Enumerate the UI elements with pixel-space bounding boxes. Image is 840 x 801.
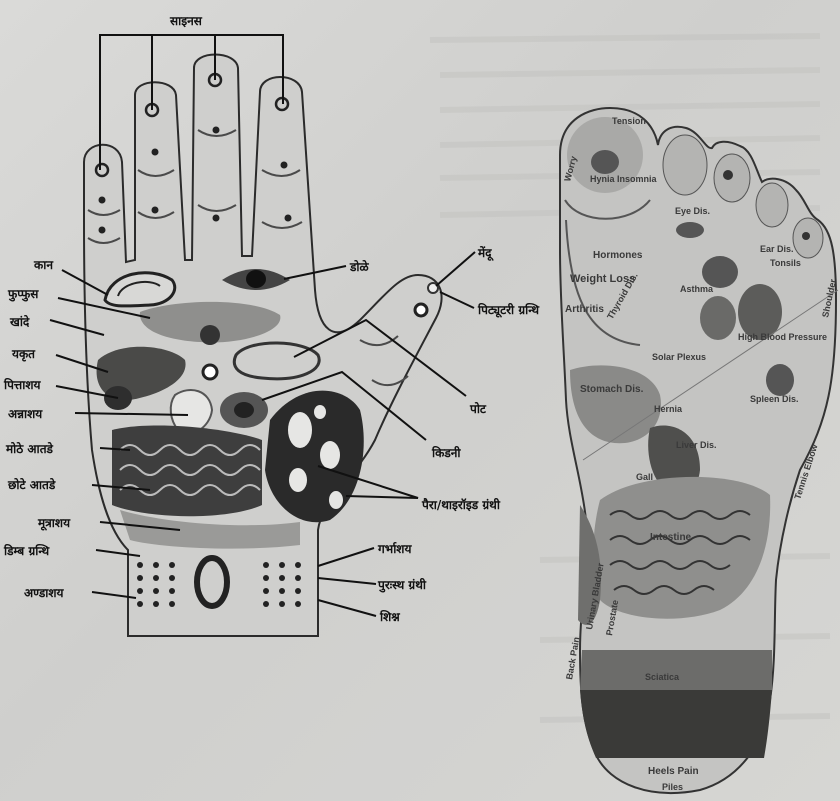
foot-label-high-blood: High Blood Pressure (738, 332, 827, 342)
foot-label-back-pain: Back Pain (564, 636, 581, 680)
foot-label-solar: Solar Plexus (652, 352, 706, 362)
heel-band-lower (580, 690, 772, 758)
foot-label-ear: Ear Dis. (760, 244, 794, 254)
label-liver: यकृत (12, 345, 35, 362)
label-penis: शिश्न (380, 608, 400, 625)
label-bladder: मूत्राशय (38, 514, 70, 531)
foot-label-tonsils: Tonsils (770, 258, 801, 268)
label-pituitary: पिट्यूटरी ग्रन्थि (478, 302, 568, 318)
label-testes: अण्डाशय (24, 584, 64, 601)
foot-label-hynia: Hynia Insomnia (590, 174, 658, 184)
foot-label-eye: Eye Dis. (675, 206, 710, 216)
foot-label-gall: Gall (636, 472, 653, 482)
foot-label-hormones: Hormones (593, 250, 643, 261)
foot-label-heels-pain: Heels Pain (648, 766, 699, 777)
label-large-intestine: मोठे आतडे (6, 440, 53, 457)
foot-label-asthma: Asthma (680, 284, 714, 294)
foot-label-sciatica: Sciatica (645, 672, 680, 682)
foot-label-spleen: Spleen Dis. (750, 394, 799, 404)
label-lungs: फुप्फुस (8, 285, 38, 302)
label-gallbladder: पित्ताशय (4, 376, 40, 393)
label-shoulders: खांदे (10, 313, 29, 330)
label-thyroid: पैरा/थाइरॉइड ग्रंथी (422, 496, 500, 513)
label-sinus: साइनस (170, 12, 202, 29)
label-kidney: किडनी (432, 444, 461, 461)
foot-label-intestine: Intestine (650, 532, 692, 543)
label-eyes: डोळे (350, 258, 369, 275)
label-uterus: गर्भाशय (378, 540, 411, 557)
foot-label-tension: Tension (612, 116, 646, 126)
label-pancreas: अन्नाशय (8, 405, 42, 422)
label-ovary-gland: डिम्ब ग्रन्थि (4, 542, 49, 559)
label-small-intestine: छोटे आतडे (8, 476, 55, 493)
label-ear: कान (34, 256, 53, 273)
foot-label-stomach: Stomach Dis. (580, 384, 644, 395)
foot-label-arthritis: Arthritis (565, 304, 604, 315)
foot-label-piles: Piles (662, 782, 683, 792)
label-prostate: पुरःस्थ ग्रंथी (378, 576, 426, 593)
label-brain: मेंदू (478, 244, 492, 261)
heel-band-upper (580, 650, 772, 690)
foot-label-liver: Liver Dis. (676, 440, 717, 450)
foot-label-hernia: Hernia (654, 404, 683, 414)
label-stomach: पोट (470, 400, 486, 417)
